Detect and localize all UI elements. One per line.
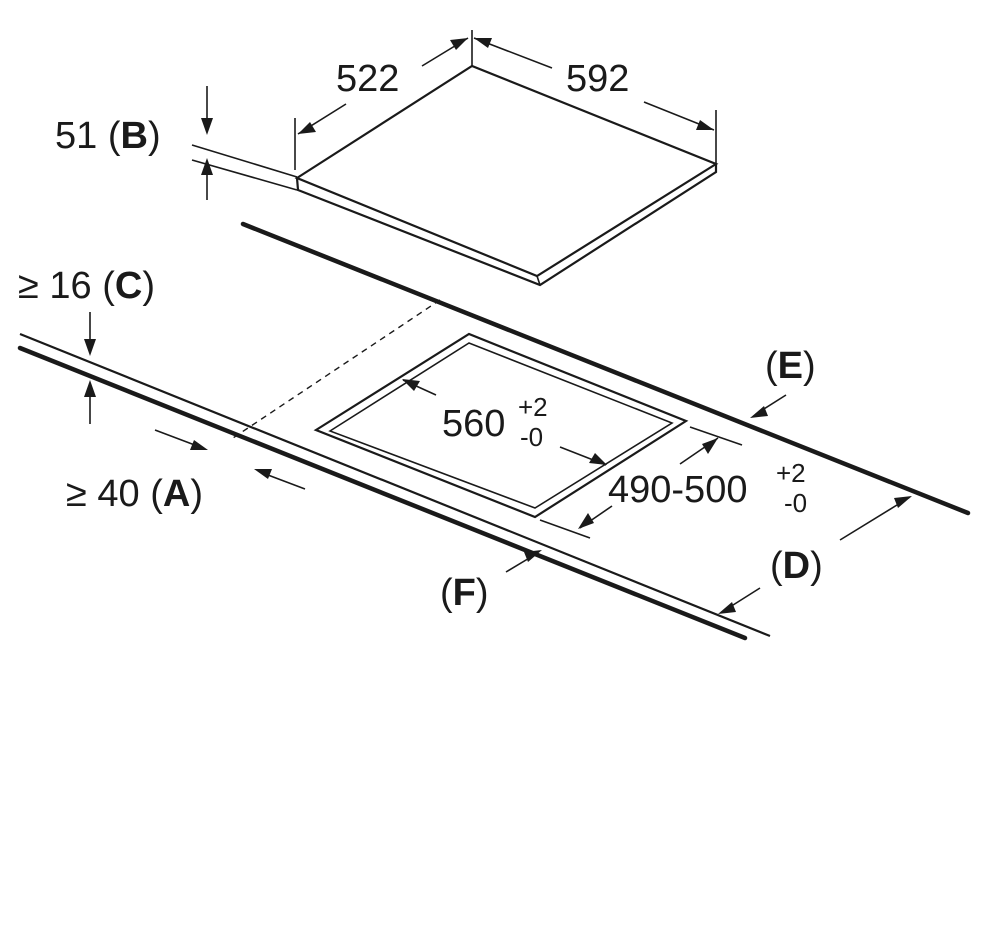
worktop-depth-dimension: [718, 496, 912, 614]
min-gap-dimension: [84, 312, 96, 424]
hob-side-edge: [536, 275, 541, 286]
arrowhead: [298, 122, 316, 134]
cutout-depth-tol-minus: -0: [784, 488, 807, 518]
arrowhead: [84, 380, 96, 397]
front-line-callout: [505, 550, 542, 573]
rear-edge-callout: [750, 394, 787, 418]
arrowhead: [894, 496, 912, 508]
worktop-drawing: [17, 221, 971, 641]
cutout-width-dimension: [402, 379, 607, 466]
arrowhead: [254, 469, 272, 479]
hob-width-dimension: [471, 30, 717, 164]
hob-width-label: 592: [566, 58, 629, 100]
cutout-depth-tol-plus: +2: [776, 458, 806, 488]
arrowhead: [450, 38, 468, 50]
cutout-depth-dimension: [539, 426, 743, 539]
arrowhead: [524, 550, 542, 562]
arrowhead: [589, 453, 607, 465]
cutout-width-tol-minus: -0: [520, 422, 543, 452]
hob-height-label: 51 (B): [55, 115, 161, 157]
min-gap-label: ≥ 16 (C): [18, 265, 155, 307]
arrowhead: [474, 38, 492, 48]
arrowhead: [201, 158, 213, 175]
hob-depth-dimension: [294, 37, 469, 170]
arrowhead: [402, 379, 420, 391]
hob-front-side: [295, 164, 718, 287]
arrowhead: [201, 118, 213, 135]
cutout-width-label: 560: [442, 403, 505, 445]
arrowhead: [750, 406, 768, 418]
arrowhead: [718, 602, 736, 614]
worktop-depth-label: (D): [770, 545, 823, 587]
arrowhead: [578, 513, 594, 529]
rear-edge-label: (E): [765, 345, 816, 387]
worktop-rear-edge: [240, 221, 971, 516]
cutout-outer: [313, 332, 689, 519]
worktop-hidden-line: [229, 299, 441, 441]
hob-height-dimension: [191, 86, 298, 200]
worktop-front-edge-lower: [19, 332, 771, 638]
arrowhead: [84, 339, 96, 356]
front-line-label: (F): [440, 572, 489, 614]
arrowhead: [190, 440, 208, 450]
arrowhead: [702, 438, 718, 454]
cutout-drawing: [313, 332, 689, 519]
front-edge-dimension: [154, 429, 306, 490]
cutout-width-tol-plus: +2: [518, 392, 548, 422]
front-edge-label: ≥ 40 (A): [66, 473, 203, 515]
worktop-front-edge-upper: [17, 345, 748, 641]
cutout-inner: [328, 342, 674, 509]
arrowhead: [696, 120, 714, 130]
hob-depth-label: 522: [336, 58, 399, 100]
cutout-depth-label: 490-500: [608, 469, 747, 511]
